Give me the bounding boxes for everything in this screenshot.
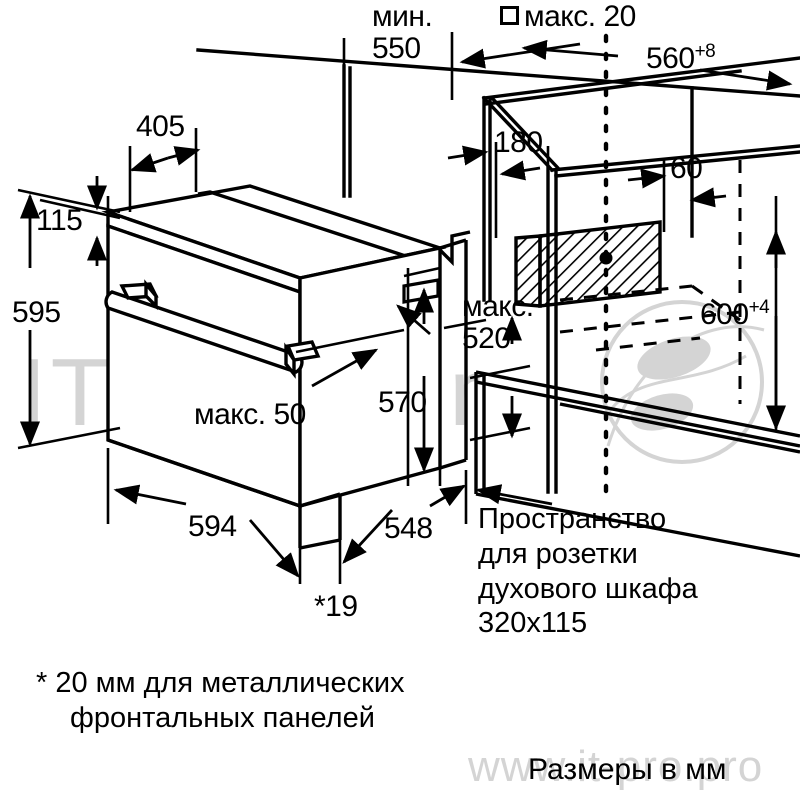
footnote-line-2: фронтальных панелей <box>70 701 375 734</box>
dim-label-180: 180 <box>494 126 543 159</box>
dim-label-min: мин. <box>372 0 433 33</box>
socket-callout-line-3: духового шкафа <box>478 572 698 605</box>
socket-hatched-zone <box>514 220 662 308</box>
square-symbol-icon <box>500 6 519 25</box>
dim-label-60: 60 <box>670 152 703 185</box>
dim-label-max-520-line2: 520 <box>462 322 511 355</box>
socket-callout-line-4: 320х115 <box>478 607 588 640</box>
w560-value: 560 <box>646 42 695 75</box>
footnote-metal-panels: * 20 мм для металлических фронтальных па… <box>36 666 405 736</box>
dim-label-560: 560+8 <box>646 41 716 75</box>
w560-tolerance: +8 <box>694 41 716 62</box>
niche-hidden-edges <box>559 100 742 404</box>
dim-label-570: 570 <box>378 386 427 419</box>
max-20-text: макс. 20 <box>524 0 636 33</box>
dim-label-594: 594 <box>188 510 237 543</box>
h600-tolerance: +4 <box>748 297 770 318</box>
dim-label-max-50: макс. 50 <box>194 398 306 431</box>
callout-socket-space: Пространство для розетки духового шкафа … <box>478 502 698 641</box>
dim-label-max-520-line1: макс. <box>462 290 534 323</box>
dim-label-max-20: макс. 20 <box>500 2 636 32</box>
base-shelf-group <box>474 370 800 558</box>
cabinet-outline-group <box>196 48 800 494</box>
dim-label-405: 405 <box>136 110 185 143</box>
dim-label-548: 548 <box>384 512 433 545</box>
socket-callout-line-1: Пространство <box>478 503 667 535</box>
h600-value: 600 <box>700 298 749 331</box>
dim-label-550: 550 <box>372 32 421 65</box>
dim-label-115: 115 <box>36 204 83 237</box>
socket-callout-line-2: для розетки <box>478 537 638 570</box>
dim-label-600: 600+4 <box>700 297 770 331</box>
dim-label-595: 595 <box>12 296 61 329</box>
dim-label-19: *19 <box>314 590 358 623</box>
dimension-arrows <box>19 39 793 578</box>
footnote-line-1: * 20 мм для металлических <box>36 667 405 699</box>
units-note: Размеры в мм <box>528 753 727 786</box>
